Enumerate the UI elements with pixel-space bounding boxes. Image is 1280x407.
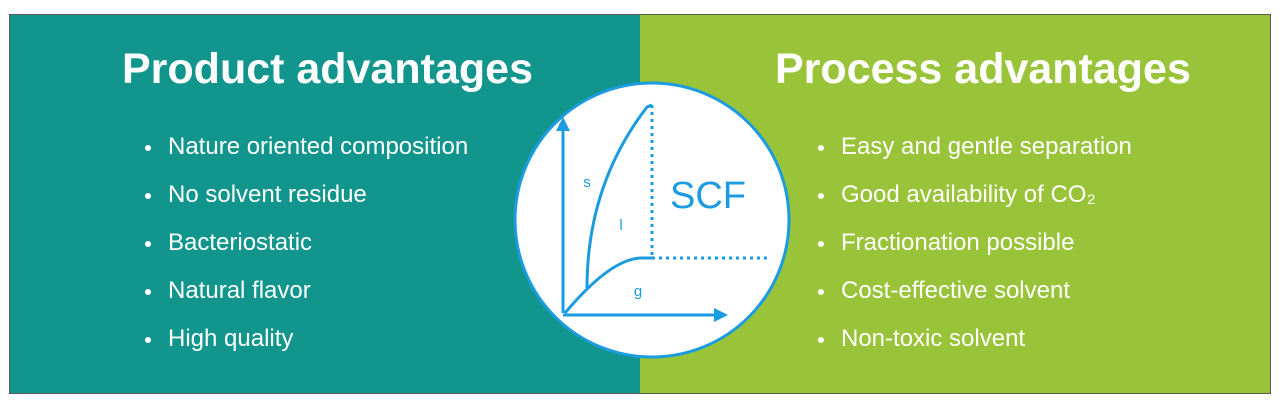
list-item: Natural flavor xyxy=(143,274,468,322)
list-item-text: Non-toxic solvent xyxy=(841,325,1026,352)
phase-diagram: SCF s l g xyxy=(513,81,791,359)
list-item: No solvent residue xyxy=(143,178,468,226)
list-item: Good availability of CO₂ xyxy=(816,178,1132,226)
list-item-text: Bacteriostatic xyxy=(168,229,313,256)
list-item: Cost-effective solvent xyxy=(816,274,1132,322)
list-item-text: Fractionation possible xyxy=(841,229,1075,256)
bullet-icon xyxy=(145,145,151,151)
list-item: Bacteriostatic xyxy=(143,226,468,274)
bullet-icon xyxy=(818,145,824,151)
list-item-text: Good availability of CO₂ xyxy=(841,181,1096,208)
list-item-text: Nature oriented composition xyxy=(168,133,469,160)
bullet-icon xyxy=(145,337,151,343)
sublimation-vaporization-curve xyxy=(563,256,652,314)
liquid-region-label: l xyxy=(619,217,622,234)
list-item-text: Cost-effective solvent xyxy=(841,277,1070,304)
y-axis-arrow xyxy=(556,117,570,313)
bullet-icon xyxy=(818,289,824,295)
list-item: Easy and gentle separation xyxy=(816,130,1132,178)
bullet-icon xyxy=(145,241,151,247)
list-item: Nature oriented composition xyxy=(143,130,468,178)
list-item: High quality xyxy=(143,322,468,370)
solid-region-label: s xyxy=(583,174,591,191)
list-item-text: High quality xyxy=(168,325,294,352)
advantages-banner: Product advantages Nature oriented compo… xyxy=(9,14,1271,394)
bullet-icon xyxy=(818,241,824,247)
melting-curve xyxy=(585,103,653,289)
list-item: Fractionation possible xyxy=(816,226,1132,274)
list-item-text: No solvent residue xyxy=(168,181,367,208)
bullet-icon xyxy=(818,193,824,199)
list-item-text: Natural flavor xyxy=(168,277,311,304)
bullet-icon xyxy=(818,337,824,343)
product-advantages-title: Product advantages xyxy=(122,45,533,93)
scf-label: SCF xyxy=(670,175,746,217)
process-advantages-list: Easy and gentle separation Good availabi… xyxy=(816,130,1132,370)
product-advantages-list: Nature oriented composition No solvent r… xyxy=(143,130,468,370)
bullet-icon xyxy=(145,193,151,199)
process-advantages-title: Process advantages xyxy=(775,45,1191,93)
list-item: Non-toxic solvent xyxy=(816,322,1132,370)
list-item-text: Easy and gentle separation xyxy=(841,133,1132,160)
x-axis-arrow xyxy=(563,308,728,322)
bullet-icon xyxy=(145,289,151,295)
gas-region-label: g xyxy=(634,283,642,300)
